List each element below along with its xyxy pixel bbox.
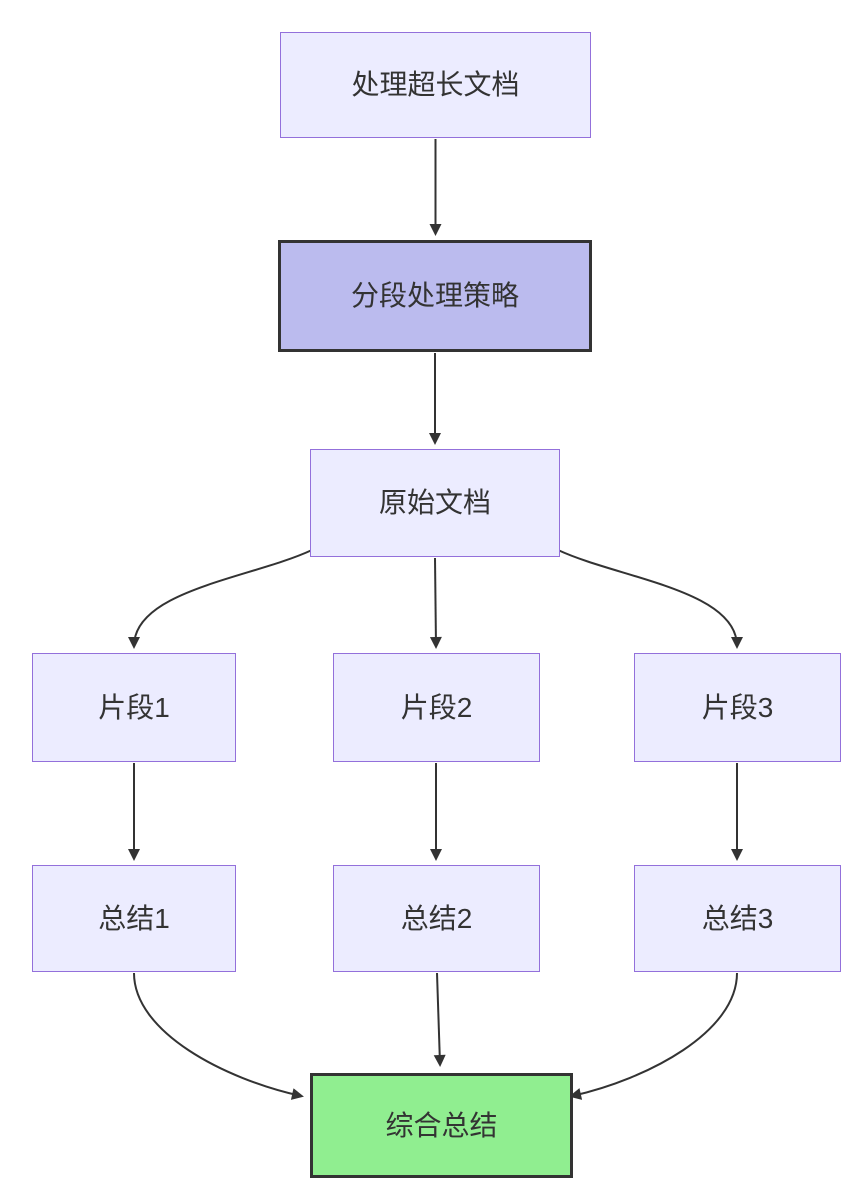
edge-original-to-seg1: [128, 549, 313, 649]
node-label: 片段2: [400, 691, 473, 723]
node-label: 总结3: [701, 902, 774, 934]
node-label: 原始文档: [378, 487, 491, 519]
node-label: 分段处理策略: [350, 280, 519, 312]
node-summary-3: 总结3: [634, 865, 841, 972]
node-segmentation-strategy: 分段处理策略: [278, 240, 592, 352]
node-label: 综合总结: [385, 1109, 498, 1141]
node-label: 片段1: [98, 691, 170, 723]
node-segment-3: 片段3: [634, 653, 841, 762]
edge-original-to-seg2: [429, 557, 442, 649]
node-segment-1: 片段1: [32, 653, 236, 762]
edge-sum1-to-final: [133, 972, 304, 1100]
node-final-summary: 综合总结: [310, 1073, 573, 1178]
edge-sum2-to-final: [433, 972, 446, 1067]
node-original-document: 原始文档: [310, 449, 560, 557]
edge-original-to-seg3: [557, 549, 743, 649]
node-label: 处理超长文档: [351, 69, 520, 101]
node-label: 总结1: [98, 902, 170, 934]
node-label: 总结2: [400, 902, 473, 934]
node-summary-1: 总结1: [32, 865, 236, 972]
node-label: 片段3: [701, 691, 774, 723]
node-segment-2: 片段2: [333, 653, 540, 762]
node-summary-2: 总结2: [333, 865, 540, 972]
node-process-long-document: 处理超长文档: [280, 32, 591, 138]
edge-sum3-to-final: [569, 972, 738, 1100]
